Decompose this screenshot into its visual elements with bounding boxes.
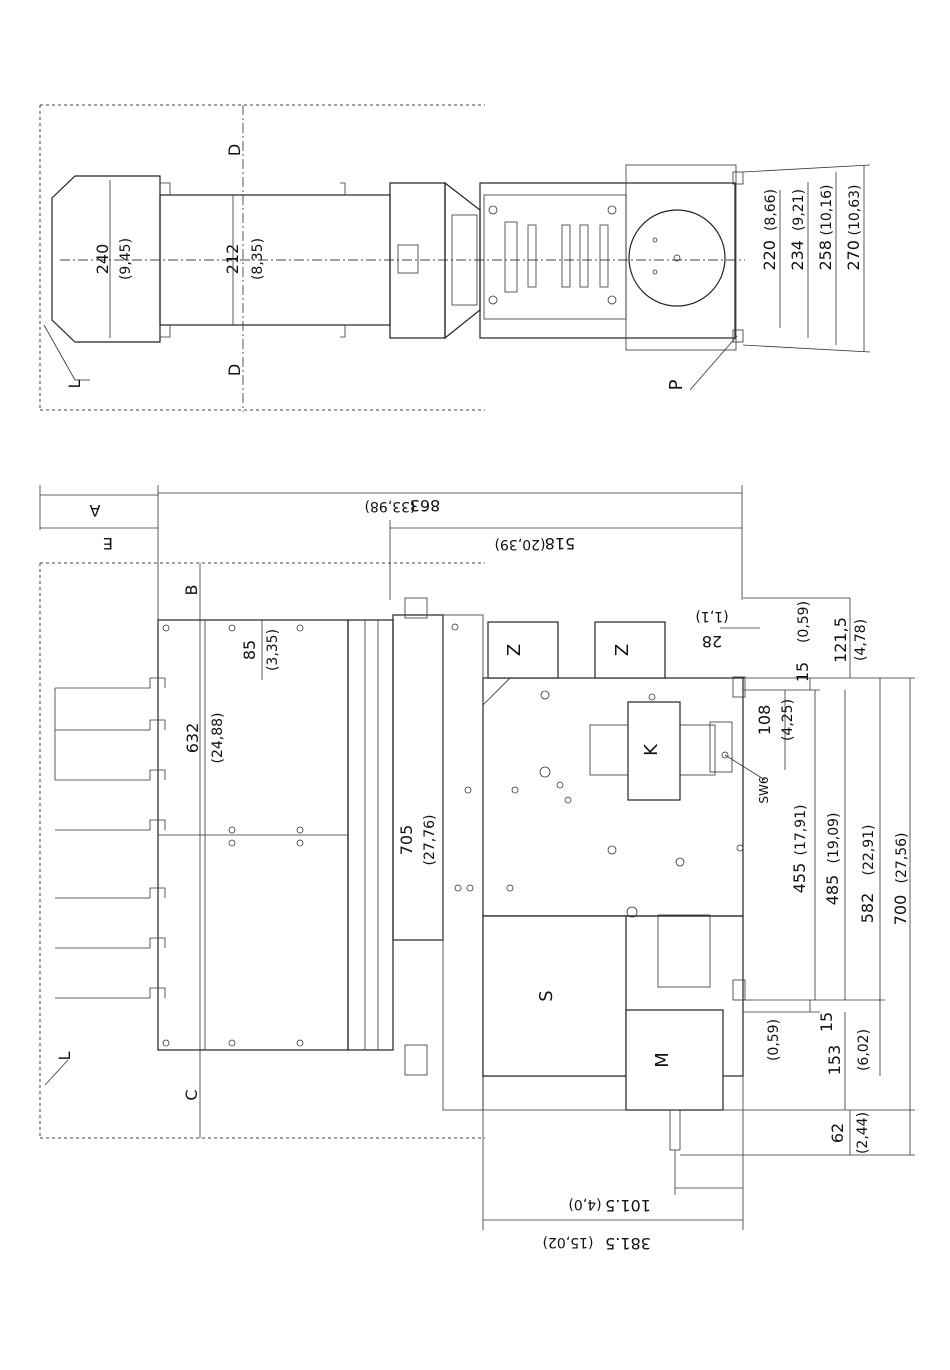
dim-15b: 15	[817, 1012, 836, 1032]
dim-240-in: (9,45)	[118, 238, 134, 280]
dim-270-in: (10,63)	[847, 184, 863, 235]
label-s: S	[536, 990, 557, 1001]
dim-220-in: (8,66)	[763, 189, 779, 231]
dim-62: 62	[828, 1123, 847, 1143]
dim-15a-in: (0,59)	[796, 601, 812, 643]
dim-258: 258	[816, 240, 835, 271]
side-view: A 863 (33,98) E 518 (20,39) B C	[39, 485, 915, 1253]
dim-153: 153	[825, 1045, 844, 1076]
dim-455: 455	[790, 863, 809, 894]
dim-455-in: (17,91)	[793, 804, 809, 855]
section-label-d-top: D	[225, 144, 244, 156]
dim-101-in: (4,0)	[568, 1196, 601, 1212]
top-view: D D 240 (9,45) 212 (8,35)	[39, 104, 871, 412]
label-a: A	[89, 501, 100, 520]
dim-212: 212	[223, 244, 242, 275]
dim-28: 28	[702, 632, 722, 651]
label-z2: Z	[612, 644, 633, 656]
dim-62-in: (2,44)	[855, 1112, 871, 1154]
label-e: E	[103, 534, 113, 553]
roller-frame	[392, 614, 444, 941]
dim-700: 700	[891, 895, 910, 926]
dim-108-in: (4,25)	[780, 699, 796, 741]
guide-rail	[347, 619, 394, 1051]
dim-700-in: (27,56)	[894, 832, 910, 883]
dim-28-in: (1,1)	[695, 608, 728, 624]
dim-582: 582	[858, 893, 877, 924]
label-sw6: SW6	[757, 776, 771, 803]
dim-258-in: (10,16)	[819, 184, 835, 235]
dim-153-in: (6,02)	[856, 1029, 872, 1071]
dim-582-in: (22,91)	[861, 824, 877, 875]
main-body-side	[482, 677, 744, 917]
label-c: C	[182, 1089, 201, 1100]
section-label-d-bottom: D	[225, 364, 244, 376]
callout-l-top: L	[65, 379, 84, 388]
dim-270: 270	[844, 240, 863, 271]
dim-121: 121,5	[831, 617, 850, 663]
dim-518-in: (20,39)	[494, 536, 545, 552]
dim-485: 485	[823, 875, 842, 906]
label-b: B	[182, 585, 201, 596]
dim-85: 85	[240, 640, 259, 660]
label-k: K	[641, 743, 662, 756]
dim-632-in: (24,88)	[210, 712, 226, 763]
motor-m	[625, 1009, 724, 1111]
dim-220: 220	[760, 240, 779, 271]
z-block-2	[594, 621, 666, 679]
main-body-top	[479, 182, 736, 339]
dim-381: 381.5	[605, 1234, 651, 1253]
dim-234: 234	[788, 240, 807, 271]
dim-381-in: (15,02)	[542, 1234, 593, 1250]
dim-705-in: (27,76)	[422, 814, 438, 865]
callout-l-bottom: L	[55, 1051, 74, 1060]
dim-108: 108	[755, 705, 774, 736]
dim-85-in: (3,35)	[265, 629, 281, 671]
paper-roll-top	[628, 209, 726, 307]
dim-15a: 15	[793, 662, 812, 682]
dim-101: 101.5	[605, 1196, 651, 1215]
dim-863: 863	[410, 496, 441, 515]
dim-121-in: (4,78)	[853, 619, 869, 661]
dim-863-in: (33,98)	[364, 498, 415, 514]
output-tray-outline	[51, 175, 161, 343]
dim-15b-in: (0,59)	[766, 1019, 782, 1061]
output-fingers	[54, 677, 166, 999]
dim-234-in: (9,21)	[791, 189, 807, 231]
dim-705: 705	[397, 825, 416, 856]
motor-k	[627, 701, 681, 801]
label-m: M	[652, 1052, 673, 1068]
dim-485-in: (19,09)	[826, 812, 842, 863]
label-z1: Z	[504, 644, 525, 656]
z-block-1	[487, 621, 559, 679]
dim-240: 240	[93, 244, 112, 275]
callout-p: P	[666, 379, 687, 390]
dim-518: 518	[545, 534, 576, 553]
dim-212-in: (8,35)	[250, 238, 266, 280]
dim-632: 632	[183, 723, 202, 754]
power-supply-s	[482, 915, 627, 1077]
